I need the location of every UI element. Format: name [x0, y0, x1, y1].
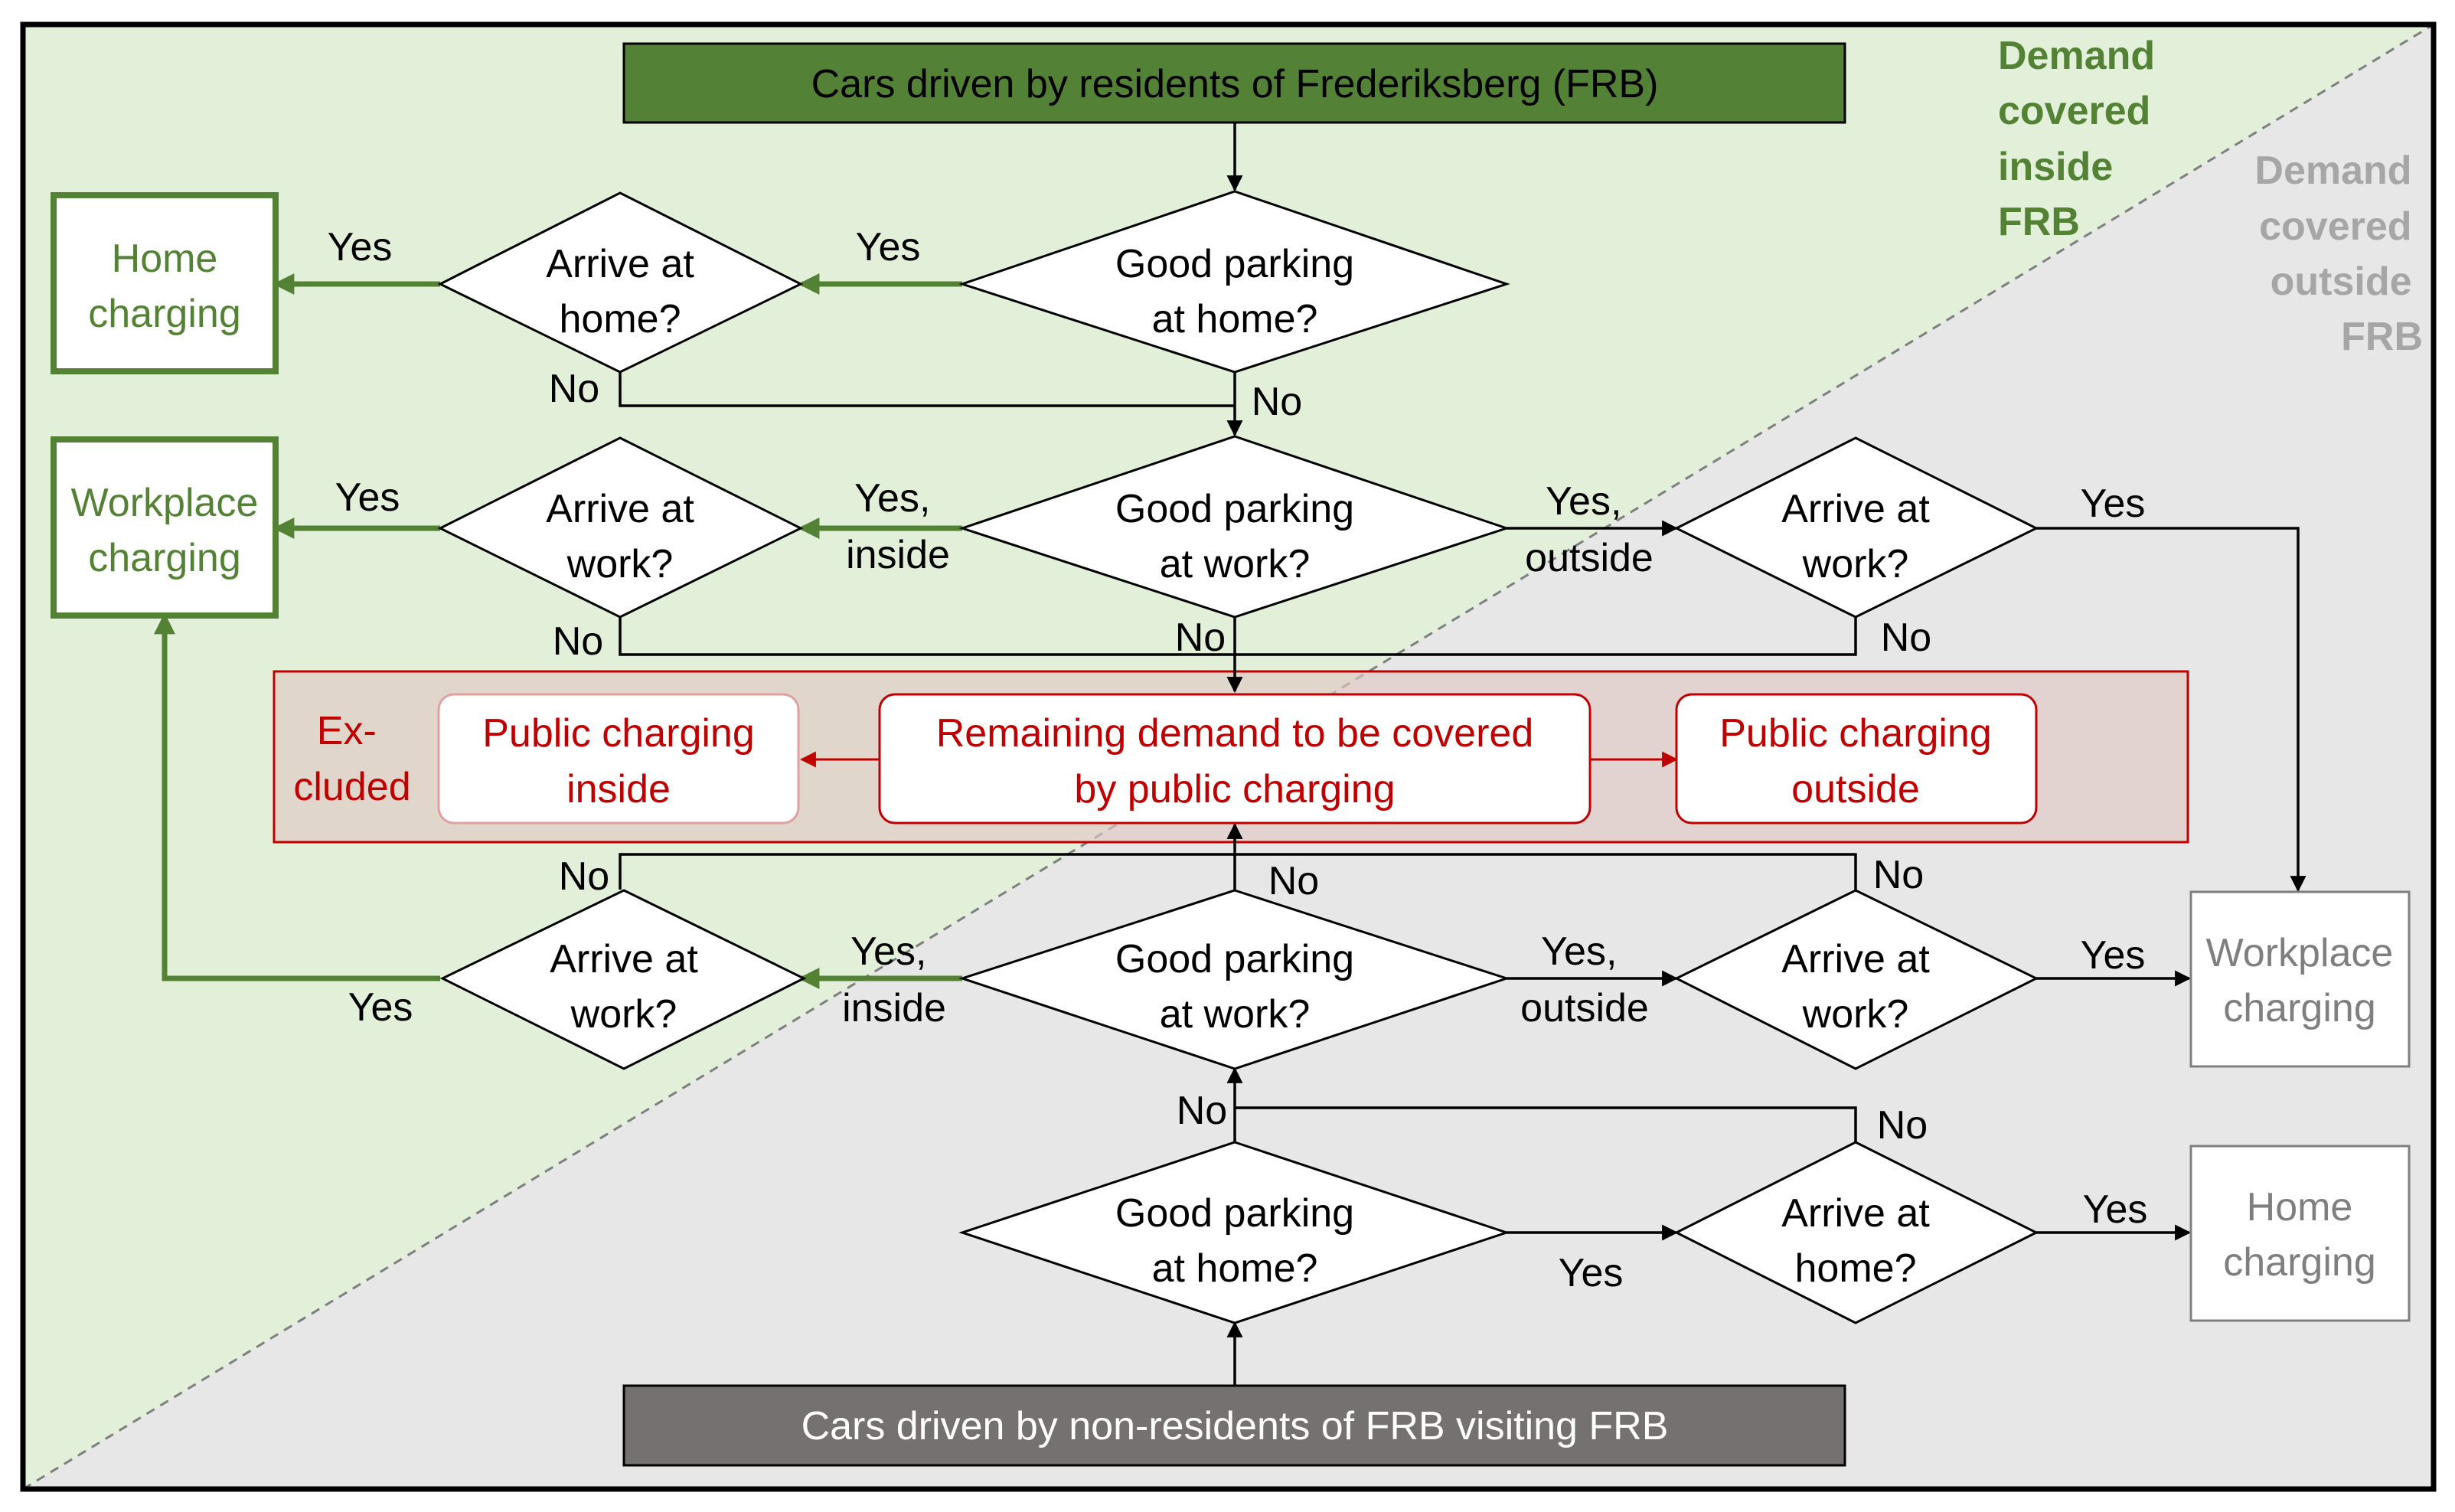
outer-frame	[20, 21, 2437, 1492]
outside-region-label: Demand covered outside FRB	[2254, 149, 2423, 359]
label-no-res-arrivework-out: No	[1881, 616, 1931, 660]
label-no-non-arrivehome: No	[1877, 1103, 1928, 1148]
nonresidents-header: Cars driven by non-residents of FRB visi…	[622, 1384, 1846, 1467]
label-yes-arrivehome: Yes	[328, 225, 393, 269]
label-yes-non-arrivehome: Yes	[2083, 1187, 2148, 1232]
label-no-non-arrivework-in: No	[559, 854, 609, 899]
label-yes-res-outwork: Yes	[2081, 482, 2146, 526]
label-no-res-arrivework-in: No	[553, 619, 603, 664]
label-yes-non-arrivework-in: Yes	[348, 985, 413, 1030]
arrow-arrivehome-no	[619, 372, 1235, 407]
excluded-label: Ex- cluded	[293, 709, 410, 809]
svg-text:Cars driven by residents of Fr: Cars driven by residents of Frederiksber…	[811, 62, 1659, 106]
label-yes-inside-goodwork: Yes, inside	[846, 476, 950, 577]
label-yes-non-arrivework-out: Yes	[2081, 933, 2146, 978]
arrow-non-no-merge	[619, 853, 1857, 890]
label-yes-non-goodhome: Yes	[1559, 1251, 1624, 1295]
label-no-arrivehome: No	[549, 367, 599, 411]
label-no-non-goodwork: No	[1268, 859, 1319, 903]
arrow-non-arrivehome-no	[1235, 1106, 1857, 1142]
label-yes-inside-non-goodwork: Yes, inside	[842, 929, 946, 1030]
arrow-res-outwork-yes	[2036, 527, 2306, 893]
arrow-res-no-merge	[619, 617, 1857, 656]
inside-region-label: Demand covered inside FRB	[1998, 34, 2166, 244]
label-yes-outside-goodwork: Yes, outside	[1525, 479, 1654, 580]
label-yes-goodhome: Yes	[856, 225, 921, 269]
label-no-res-goodwork: No	[1175, 616, 1226, 660]
region-divider	[22, 23, 2434, 1491]
label-yes-arrivework: Yes	[335, 475, 400, 520]
label-no-non-arrivework-out: No	[1873, 853, 1924, 897]
label-no-goodhome: No	[1252, 380, 1302, 424]
label-yes-outside-non-goodwork: Yes, outside	[1520, 929, 1649, 1030]
residents-header: Cars driven by residents of Frederiksber…	[622, 42, 1846, 124]
label-no-non-goodhome: No	[1177, 1089, 1227, 1133]
svg-text:Cars driven by non-residents o: Cars driven by non-residents of FRB visi…	[801, 1404, 1669, 1448]
arrow-non-arrivework-in-yes	[154, 612, 440, 981]
